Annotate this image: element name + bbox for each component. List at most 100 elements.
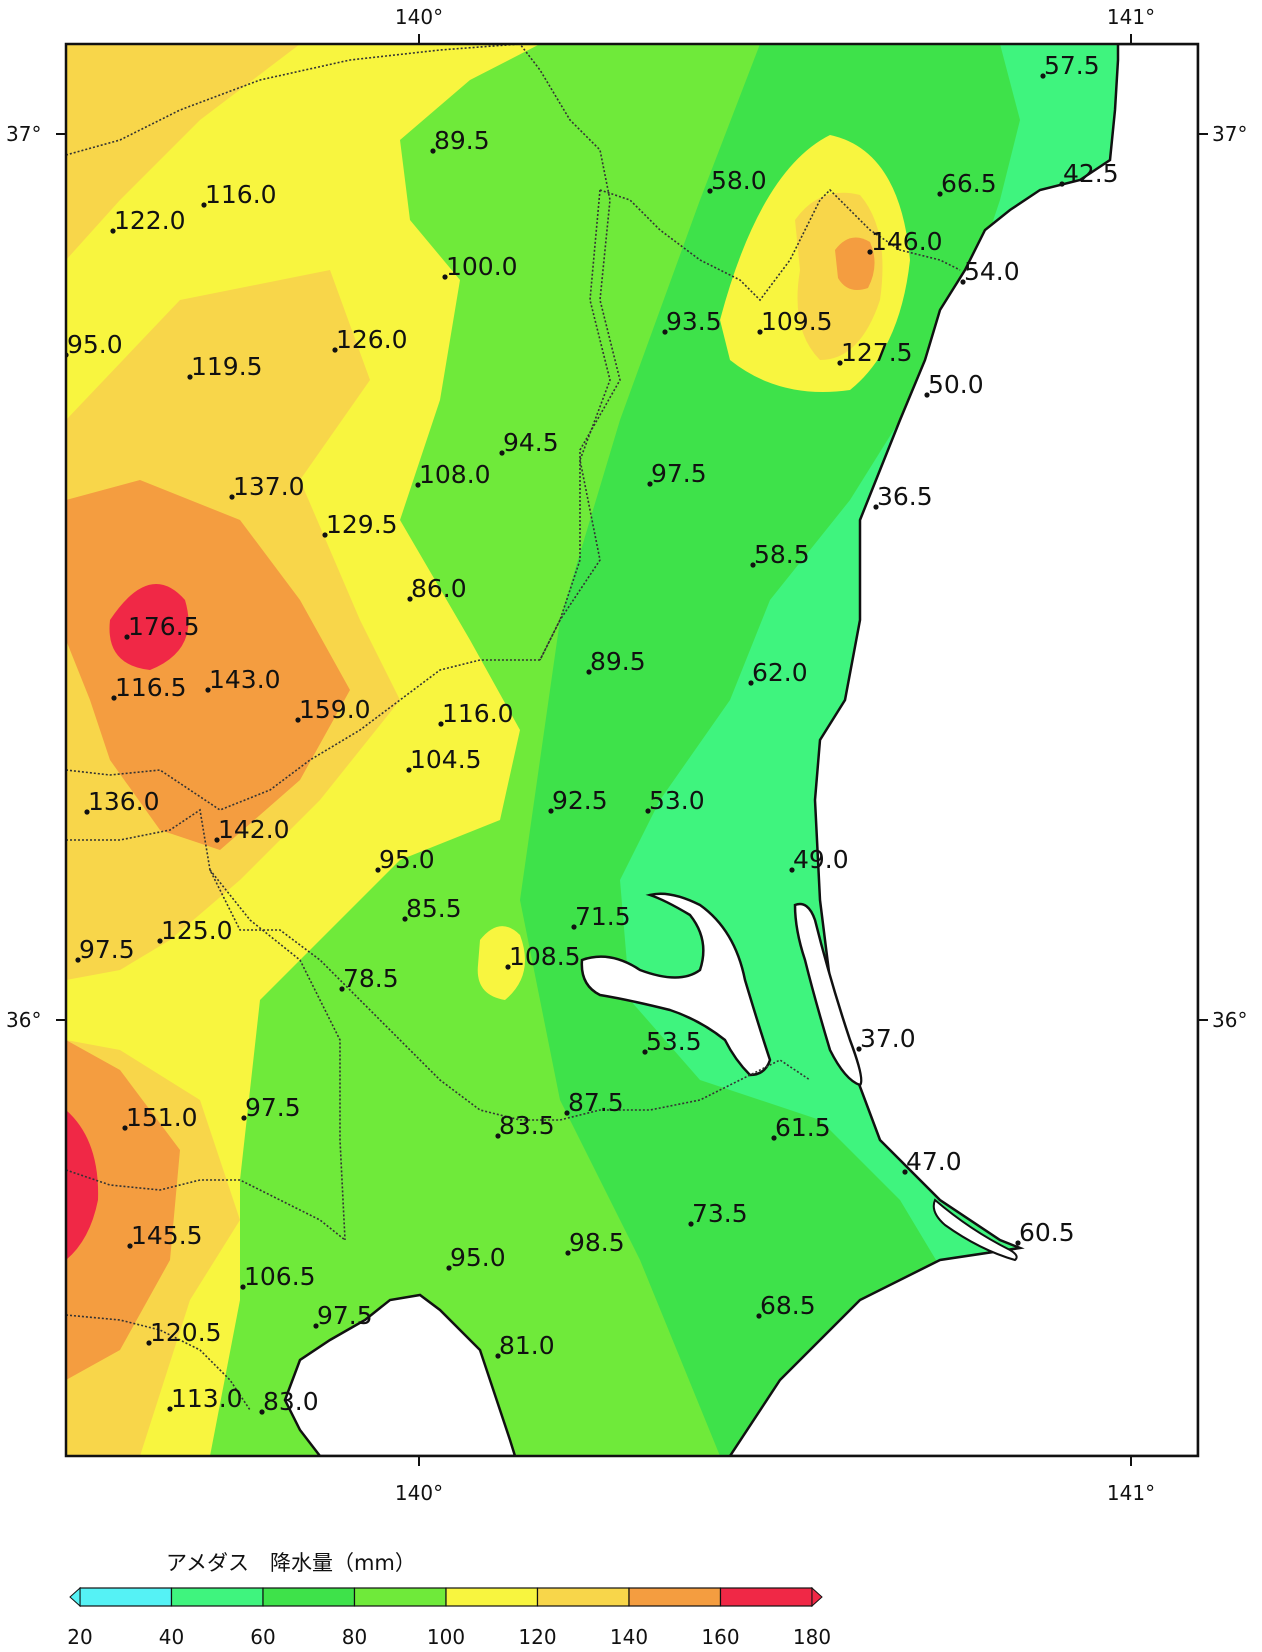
- station-value-label: 86.0: [411, 574, 467, 603]
- station-value-label: 54.0: [964, 257, 1020, 286]
- station-value-label: 136.0: [88, 787, 160, 816]
- field-ne-anomaly-orange: [835, 237, 875, 291]
- legend-swatch: [262, 1587, 356, 1607]
- legend-title: アメダス 降水量（mm）: [166, 1551, 416, 1575]
- station-dot: [937, 191, 943, 197]
- station-value-label: 100.0: [446, 252, 518, 281]
- station-value-label: 95.0: [379, 845, 435, 874]
- station-dot: [750, 562, 756, 568]
- border-tochigi-gunma: [66, 44, 621, 811]
- map-frame: [64, 42, 1200, 1458]
- station-dot: [240, 1284, 246, 1290]
- legend-colorbar: [69, 1586, 823, 1608]
- station-value-label: 108.5: [509, 942, 581, 971]
- station-dot: [446, 1265, 452, 1271]
- axis-top-141: 141°: [1107, 5, 1155, 29]
- legend-tick-label: 100: [427, 1625, 465, 1649]
- station-value-label: 66.5: [941, 169, 997, 198]
- legend-tick-label: 160: [701, 1625, 739, 1649]
- station-dot: [856, 1046, 862, 1052]
- station-value-label: 87.5: [568, 1088, 624, 1117]
- station-value-label: 92.5: [552, 786, 608, 815]
- border-saitama: [66, 808, 811, 1121]
- station-value-label: 97.5: [79, 935, 135, 964]
- border-tokyo-kanagawa: [66, 1169, 346, 1241]
- station-dot: [214, 837, 220, 843]
- station-value-label: 36.5: [877, 482, 933, 511]
- station-dot: [122, 1125, 128, 1131]
- station-value-label: 62.0: [752, 658, 808, 687]
- station-dot: [662, 329, 668, 335]
- station-value-label: 125.0: [161, 916, 233, 945]
- legend-swatch: [445, 1587, 539, 1607]
- axis-bottom-140: 140°: [395, 1481, 443, 1505]
- station-value-label: 89.5: [590, 647, 646, 676]
- station-value-label: 85.5: [406, 894, 462, 923]
- station-dot: [124, 634, 130, 640]
- station-value-label: 68.5: [760, 1291, 816, 1320]
- station-value-label: 146.0: [871, 227, 943, 256]
- lake-kasumigaura: [580, 892, 772, 1077]
- station-dot: [430, 148, 436, 154]
- station-value-label: 57.5: [1044, 51, 1100, 80]
- station-dot: [75, 957, 81, 963]
- station-dot: [873, 504, 879, 510]
- border-ibaraki-tochigi: [539, 189, 611, 661]
- station-value-label: 89.5: [434, 126, 490, 155]
- legend-swatch: [170, 1587, 264, 1607]
- station-dot: [205, 687, 211, 693]
- sea-area: [283, 44, 1198, 1456]
- station-value-label: 116.0: [442, 699, 514, 728]
- tone-river-mouth: [932, 1198, 1018, 1262]
- legend-arrow-high: [811, 1586, 823, 1608]
- station-value-label: 129.5: [326, 510, 398, 539]
- station-dot: [495, 1133, 501, 1139]
- station-dot: [707, 188, 713, 194]
- station-dot: [960, 279, 966, 285]
- station-value-label: 97.5: [317, 1301, 373, 1330]
- axis-left-37: 37°: [6, 122, 41, 146]
- station-value-label: 97.5: [245, 1093, 301, 1122]
- station-dot: [586, 669, 592, 675]
- station-value-label: 94.5: [503, 428, 559, 457]
- station-dot: [111, 695, 117, 701]
- station-value-label: 81.0: [499, 1331, 555, 1360]
- station-value-label: 106.5: [244, 1262, 316, 1291]
- legend-arrow-low: [69, 1586, 81, 1608]
- station-value-label: 104.5: [410, 745, 482, 774]
- station-value-label: 95.0: [450, 1243, 506, 1272]
- tick-marks: [56, 34, 1208, 1466]
- station-value-label: 73.5: [692, 1199, 748, 1228]
- station-dot: [756, 1313, 762, 1319]
- axis-top-140: 140°: [395, 5, 443, 29]
- station-value-label: 53.5: [646, 1027, 702, 1056]
- station-value-label: 93.5: [666, 307, 722, 336]
- axis-right-37: 37°: [1212, 122, 1247, 146]
- axis-right-36: 36°: [1212, 1008, 1247, 1032]
- station-dot: [110, 228, 116, 234]
- station-value-label: 108.0: [419, 460, 491, 489]
- station-dot: [84, 809, 90, 815]
- station-dot: [375, 867, 381, 873]
- station-value-label: 98.5: [569, 1228, 625, 1257]
- station-value-label: 95.0: [67, 330, 123, 359]
- station-dot: [645, 808, 651, 814]
- legend-swatch: [719, 1587, 813, 1607]
- station-value-label: 61.5: [775, 1113, 831, 1142]
- station-dot: [571, 924, 577, 930]
- legend-tick-label: 20: [67, 1625, 92, 1649]
- station-value-label: 71.5: [575, 902, 631, 931]
- station-value-label: 97.5: [651, 459, 707, 488]
- station-value-label: 58.0: [711, 166, 767, 195]
- legend-swatch: [353, 1587, 447, 1607]
- station-value-label: 109.5: [761, 307, 833, 336]
- station-dot: [642, 1049, 648, 1055]
- axis-left-36: 36°: [6, 1008, 41, 1032]
- station-dot: [1059, 181, 1065, 187]
- station-dot: [157, 938, 163, 944]
- station-dot: [688, 1221, 694, 1227]
- station-dot: [442, 274, 448, 280]
- tokyo-bay: [283, 1293, 517, 1456]
- station-value-label: 122.0: [114, 206, 186, 235]
